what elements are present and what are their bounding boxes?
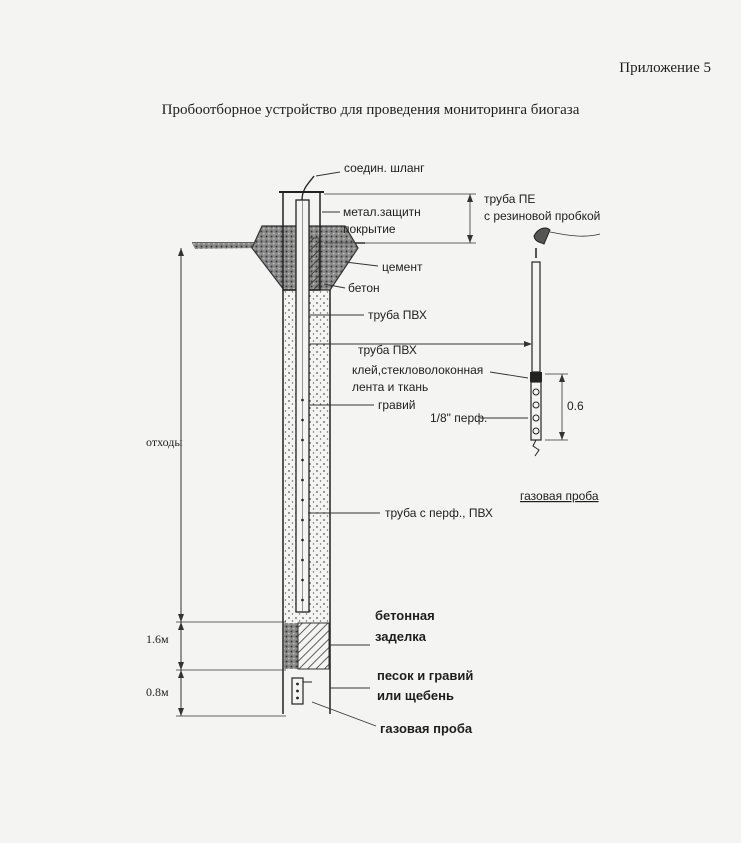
document-title: Пробоотборное устройство для проведения …	[161, 102, 580, 118]
label-pe-pipe-line2: с резиновой пробкой	[484, 209, 600, 223]
label-cement: цемент	[382, 260, 423, 274]
pe-tube-dimension	[324, 193, 476, 244]
label-concrete: бетон	[348, 281, 380, 295]
label-pe-pipe-line1: труба ПЕ	[484, 192, 535, 206]
connecting-hose	[301, 175, 315, 201]
gas-probe-detail	[530, 227, 601, 457]
pipe-perforations	[301, 398, 304, 602]
label-perforation: 1/8" перф.	[430, 411, 487, 425]
label-pvc-pipe-1: труба ПВХ	[368, 308, 427, 322]
depth-dimensions	[176, 248, 286, 717]
label-sand-line1: песок и гравий	[377, 668, 473, 683]
label-metal-cover-line2: покрытие	[343, 222, 396, 236]
inner-pvc-pipe	[295, 199, 310, 613]
label-depth-08: 0.8м	[146, 685, 169, 699]
leader-lines	[308, 171, 532, 727]
label-concrete-seal-line1: бетонная	[375, 608, 435, 623]
concrete-seal	[284, 622, 330, 670]
label-gravel: гравий	[378, 398, 416, 412]
label-glue-line2: лента и ткань	[352, 380, 428, 394]
label-sand-line2: или щебень	[377, 688, 454, 703]
label-perforated-pipe: труба с перф., ПВХ	[385, 506, 493, 520]
label-pvc-pipe-2: труба ПВХ	[358, 343, 417, 357]
appendix-number: Приложение 5	[619, 60, 711, 76]
label-concrete-seal-line2: заделка	[375, 629, 427, 644]
label-connecting-hose: соедин. шланг	[344, 161, 425, 175]
label-metal-cover-line1: метал.защитн	[343, 205, 421, 219]
label-depth-16: 1.6м	[146, 632, 169, 646]
label-waste: отходы	[146, 435, 182, 449]
label-length-06: 0.6	[567, 399, 584, 413]
label-glue-line1: клей,стекловолоконная	[352, 363, 483, 377]
bottom-gas-probe	[291, 677, 312, 705]
label-gas-sample-bottom: газовая проба	[380, 721, 473, 736]
label-gas-sample-probe: газовая проба	[520, 489, 599, 503]
